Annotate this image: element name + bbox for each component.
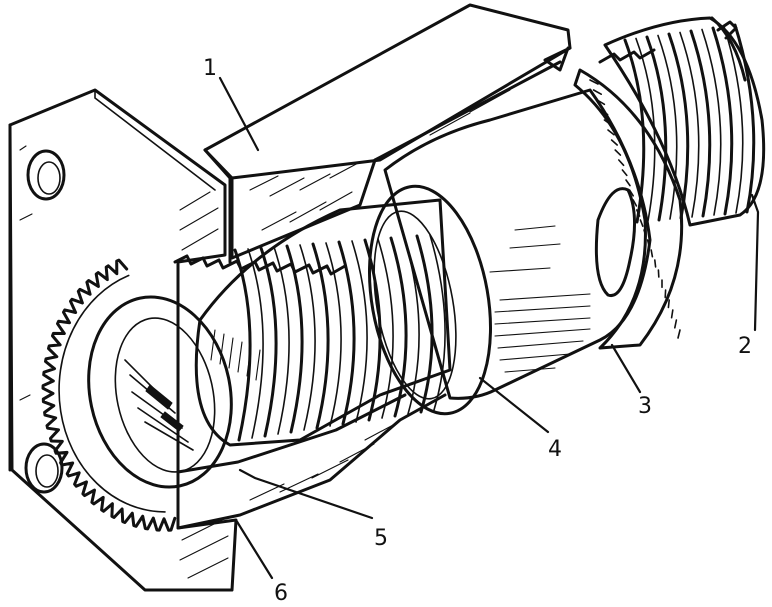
sleeve-slot (594, 187, 637, 298)
gear-ring (41, 258, 177, 532)
mounting-hole-bottom (24, 442, 64, 494)
mounting-hole-top (26, 149, 66, 201)
callout-labels: 1 2 3 4 5 6 (203, 56, 752, 606)
callout-label-slot-ring: 3 (638, 394, 652, 419)
callout-label-sleeve: 4 (548, 437, 562, 462)
leader-lines (218, 76, 760, 580)
threaded-shaft-end (603, 16, 766, 227)
callout-label-flange-base: 6 (274, 581, 288, 606)
slotted-ring (573, 48, 684, 350)
callout-label-housing: 1 (203, 56, 217, 81)
callout-label-inner-thread: 5 (374, 526, 388, 551)
inner-threaded-screw (87, 198, 452, 489)
sleeve (367, 88, 652, 416)
callout-label-threaded-shaft-end: 2 (738, 334, 752, 359)
